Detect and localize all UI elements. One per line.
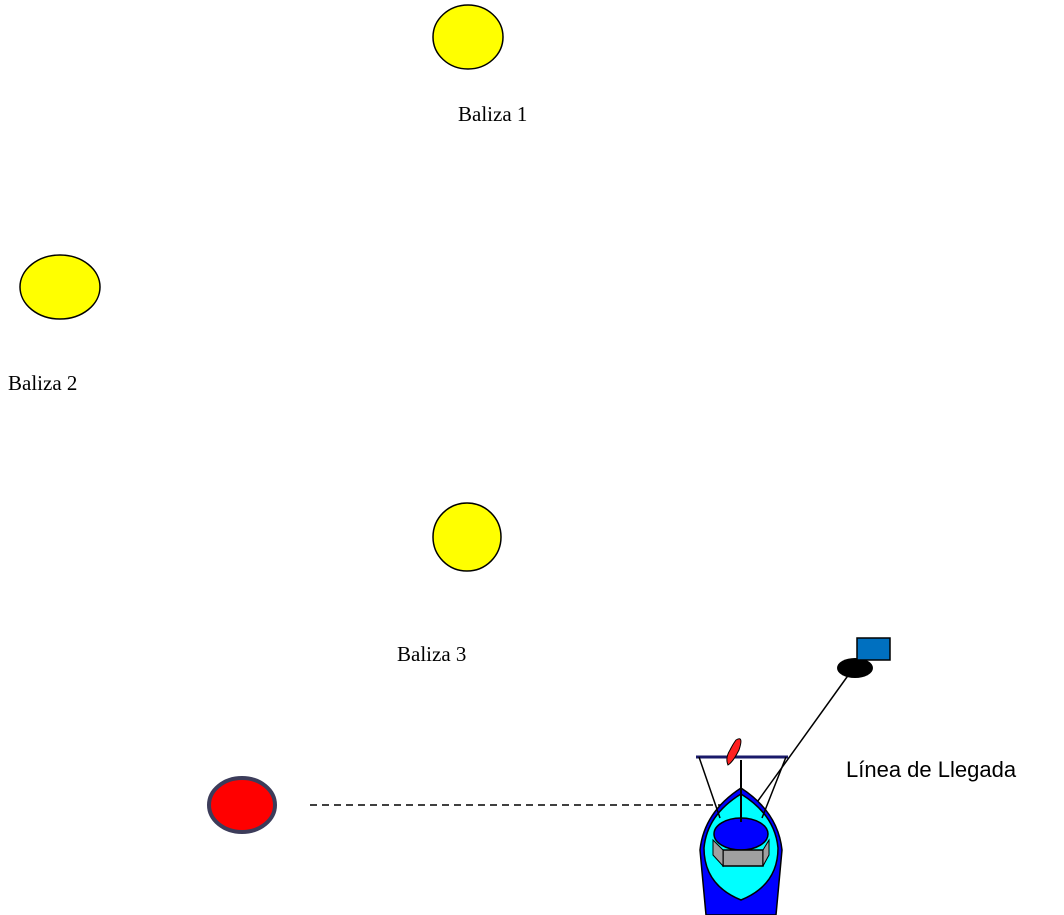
committee-boat	[696, 738, 788, 915]
boat-shroud-left	[698, 756, 721, 819]
boat-shroud-right	[761, 756, 787, 819]
boat-cabin-side-left	[712, 838, 724, 868]
buoy-3-marker	[432, 502, 502, 572]
boat-cabin	[722, 849, 764, 867]
finish-buoy-flag	[856, 637, 891, 661]
buoy-3-label: Baliza 3	[397, 642, 467, 666]
boat-cabin-side-right	[762, 838, 770, 867]
buoy-1-marker	[432, 4, 504, 70]
start-mark-buoy	[207, 776, 277, 834]
finish-buoy	[837, 658, 873, 678]
boat-cabin-top	[713, 817, 769, 851]
finish-line-label: Línea de Llegada	[846, 757, 1017, 782]
buoy-2-marker	[19, 254, 101, 320]
buoy-1-label: Baliza 1	[458, 102, 528, 126]
boat-flag	[726, 738, 742, 766]
finish-tether-line	[754, 669, 853, 806]
buoy-2-label: Baliza 2	[8, 371, 78, 395]
